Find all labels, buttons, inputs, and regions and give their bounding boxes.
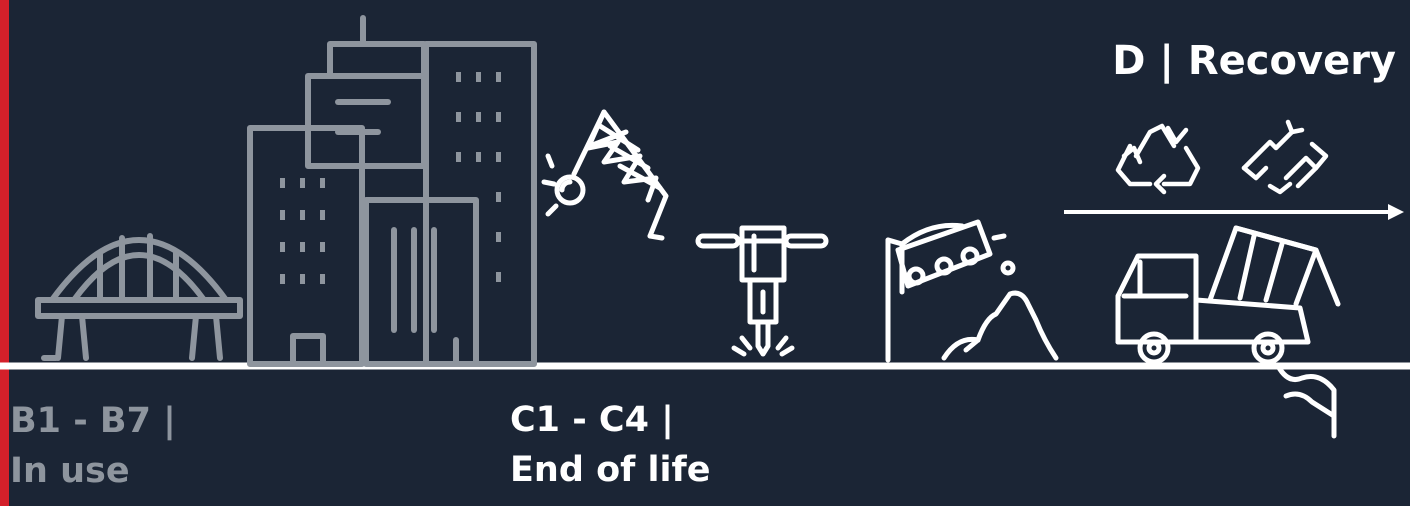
bridge-icon [38,236,240,358]
conveyor-crusher-icon [888,222,1056,360]
end-of-life-stage-caption: End of life [510,453,710,488]
in-use-stage-caption: In use [10,454,130,489]
arrow-right-icon [1064,204,1404,220]
dump-truck-icon [1118,228,1338,436]
jackhammer-icon [698,228,826,354]
in-use-stage-label: B1 - B7 | [10,404,176,439]
recycle-icon [1118,126,1198,192]
building-windows [280,72,501,284]
end-of-life-stage-label: C1 - C4 | [510,403,674,438]
city-buildings-icon [250,18,534,364]
reuse-arrows-icon [1244,122,1326,192]
wrecking-ball-crane-icon [544,112,666,238]
recovery-stage-title: D | Recovery [1112,41,1396,81]
